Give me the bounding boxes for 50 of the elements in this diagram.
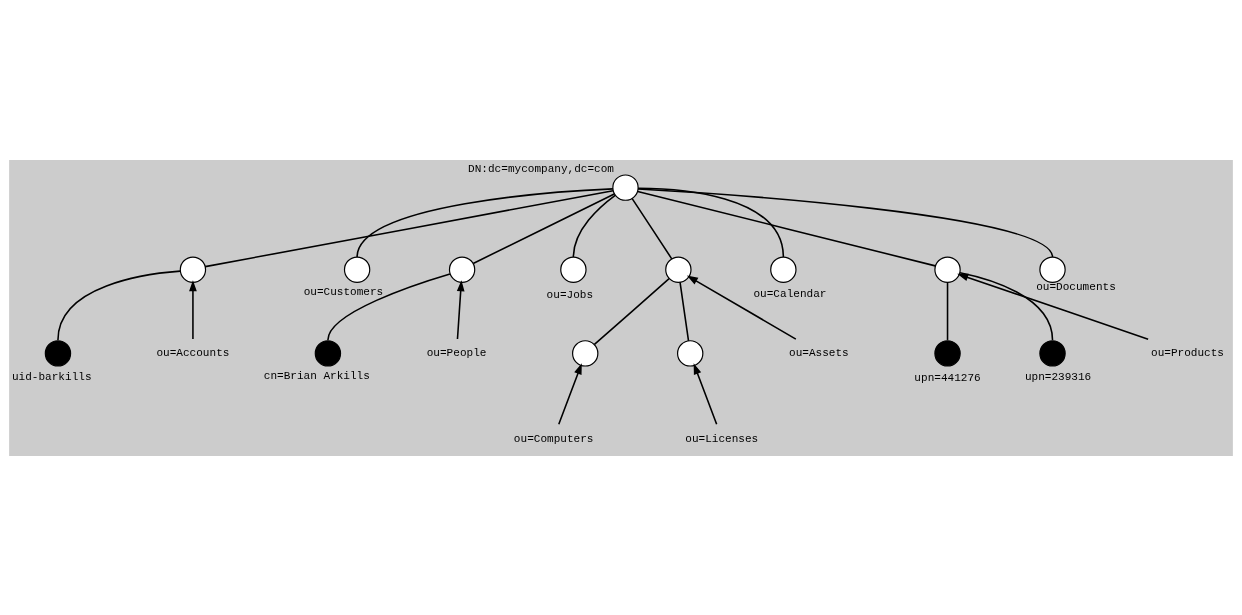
node-label: cn=Brian Arkills — [263, 369, 370, 382]
connector — [204, 189, 614, 267]
connector — [679, 280, 690, 342]
node-text: ou=People — [426, 346, 487, 359]
node-circle — [44, 339, 72, 367]
node-circle — [560, 256, 587, 283]
node-label: ou=Documents — [1036, 280, 1116, 293]
node-label: ou=Calendar — [753, 287, 827, 300]
node-label: ou=Customers — [303, 285, 384, 298]
node-circle — [677, 339, 704, 367]
arrow — [686, 274, 797, 340]
node-text: ou=Licenses — [685, 432, 759, 445]
node-label: ou=Jobs — [546, 288, 594, 301]
node-label: uid-barkills — [11, 370, 92, 383]
node-circle — [314, 339, 342, 367]
connector — [637, 187, 1054, 258]
node-circle — [612, 173, 639, 201]
node-circle — [572, 339, 599, 367]
node-circle — [770, 256, 797, 283]
connector — [946, 281, 949, 341]
node-text: ou=Products — [1151, 346, 1224, 359]
arrow — [693, 362, 718, 425]
node-text: ou=Assets — [789, 346, 849, 359]
connector — [631, 197, 673, 260]
node-circle — [1039, 339, 1066, 367]
connector — [327, 272, 451, 341]
connector — [572, 194, 616, 258]
arrow — [456, 279, 465, 340]
arrow — [957, 273, 1149, 340]
connector — [356, 187, 614, 258]
connector — [472, 192, 616, 264]
node-circle — [1039, 256, 1066, 283]
node-circle — [343, 256, 371, 283]
connector — [593, 277, 670, 345]
node-label: upn=441276 — [914, 371, 981, 384]
connector — [637, 186, 785, 258]
connector — [636, 190, 937, 267]
node-circle — [934, 256, 961, 283]
node-circle — [934, 339, 961, 367]
node-label: DN:dc=mycompany,dc=com — [468, 162, 614, 175]
node-circle — [179, 256, 207, 283]
node-text: ou=Accounts — [156, 346, 230, 359]
node-circle — [665, 256, 692, 283]
node-label: upn=239316 — [1024, 370, 1092, 383]
connector — [57, 269, 181, 341]
node-circle — [448, 256, 476, 283]
arrow — [189, 279, 197, 340]
arrow — [558, 362, 582, 425]
connector — [959, 271, 1054, 341]
node-text: ou=Computers — [513, 432, 594, 445]
